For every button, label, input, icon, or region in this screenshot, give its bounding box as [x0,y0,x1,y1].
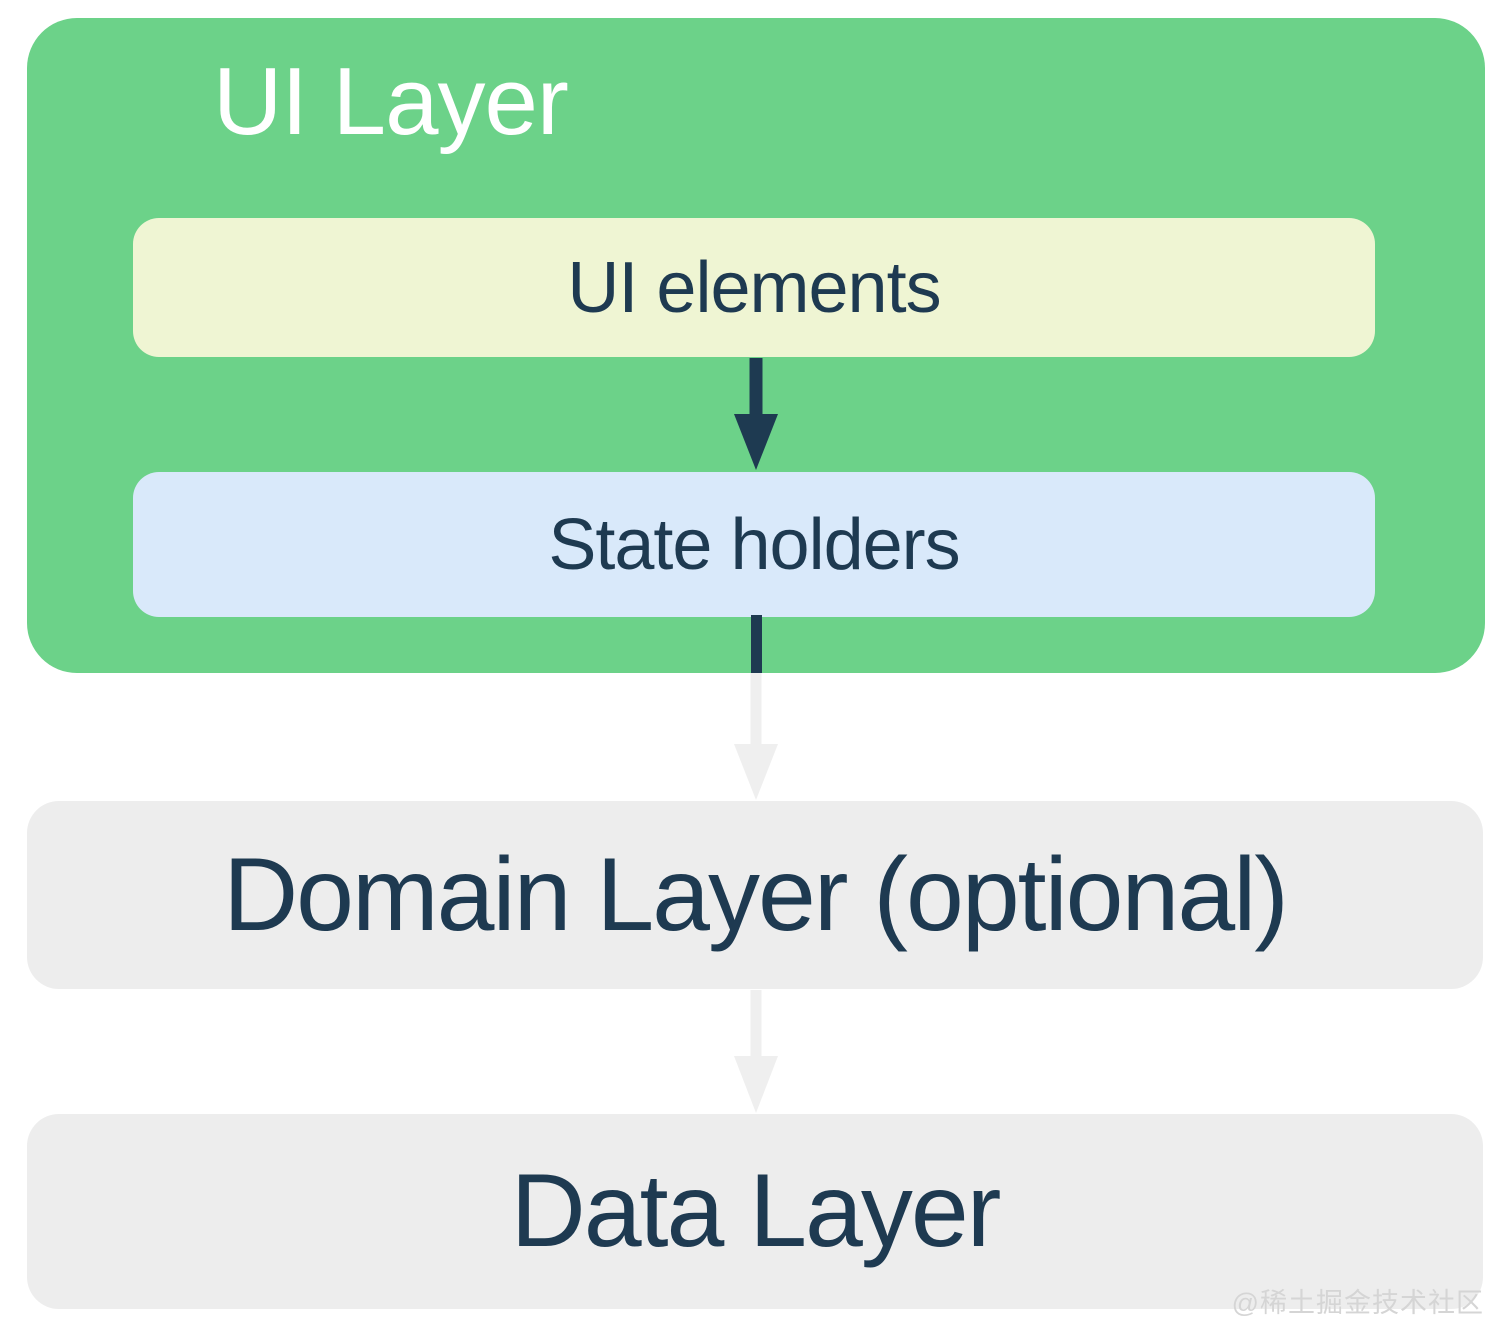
watermark: @稀土掘金技术社区 [1231,1288,1484,1318]
data-layer-label: Data Layer [510,1153,1002,1269]
data-layer-box: Data Layer [27,1114,1483,1309]
state-holders-label: State holders [548,504,960,585]
domain-layer-box: Domain Layer (optional) [27,801,1483,989]
arrow-down-light-icon [734,990,778,1113]
ui-elements-label: UI elements [567,247,941,328]
state-holders-box: State holders [133,472,1375,617]
arrow-down-light-icon [734,673,778,800]
ui-layer-container: UI Layer UI elements State holders [27,18,1485,673]
arrow-down-dark-icon [734,358,778,470]
connector-line-dark [751,615,762,673]
ui-layer-title: UI Layer [213,48,569,155]
domain-layer-label: Domain Layer (optional) [223,836,1289,953]
ui-elements-box: UI elements [133,218,1375,357]
